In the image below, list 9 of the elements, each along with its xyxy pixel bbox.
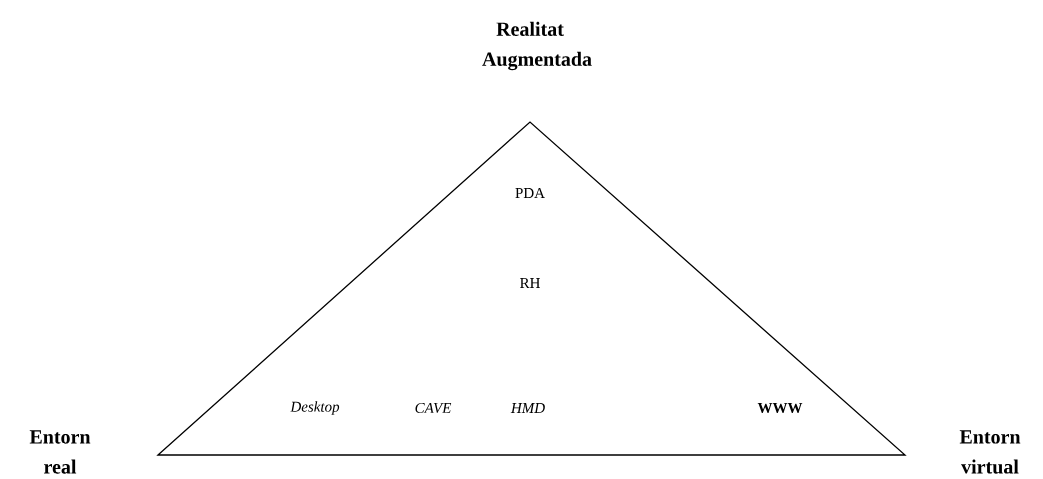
corner-label: Realitat Augmentada xyxy=(482,21,592,71)
device-label: PDA xyxy=(515,188,545,198)
corner-label: Entorn virtual xyxy=(959,430,1021,474)
device-label: CAVE xyxy=(415,402,452,414)
device-label: RH xyxy=(520,278,540,288)
device-label: WWW xyxy=(757,403,803,413)
device-label: HMD xyxy=(510,403,545,413)
corner-label: Entorn real xyxy=(29,430,91,474)
device-label: Desktop xyxy=(290,401,340,415)
